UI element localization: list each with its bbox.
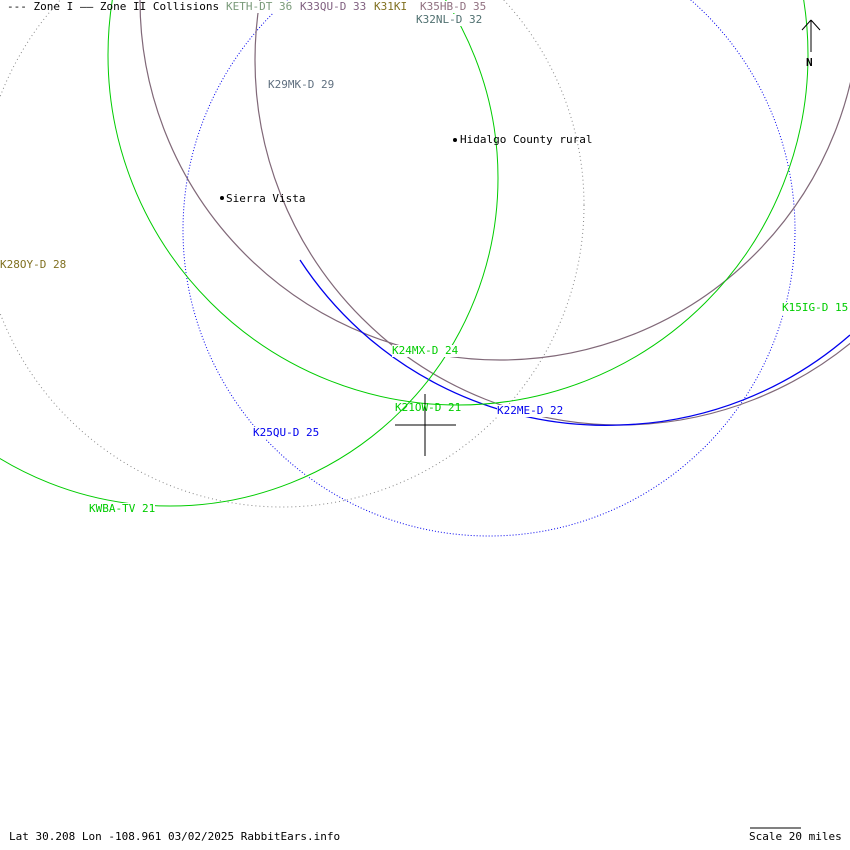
station-label[interactable]: K28OY-D 28 [0,258,67,271]
scale-label: Scale 20 miles [749,830,842,843]
north-label: N [806,56,813,69]
station-label[interactable]: K21OW-D 21 [395,401,462,414]
legend-zone-2: —— Zone II Collisions [80,0,220,13]
station-label[interactable]: K33QU-D 33 [300,0,367,13]
contour-k25qu [182,0,796,537]
place-dot-hidalgo [453,138,457,142]
contour-k33qu [139,0,850,361]
station-label[interactable]: K35HB-D 35 [420,0,487,13]
station-label[interactable]: K24MX-D 24 [392,344,459,357]
crosshair-marker [395,394,456,456]
contour-k28oy [0,0,585,508]
footer-info: Lat 30.208 Lon -108.961 03/02/2025 Rabbi… [9,830,341,843]
contour-k29mk [254,0,850,426]
station-label[interactable]: K22ME-D 22 [497,404,564,417]
station-label[interactable]: KWBA-TV 21 [89,502,156,515]
station-label[interactable]: K32NL-D 32 [416,13,483,26]
contour-k24mx [107,0,809,406]
collision-arc-k22me [299,259,850,426]
place-dot-sierra-vista [220,196,224,200]
north-arrow-icon [801,19,821,52]
station-label[interactable]: K29MK-D 29 [268,78,335,91]
station-label[interactable]: KETH-DT 36 [226,0,293,13]
place-label: Hidalgo County rural [460,133,593,146]
contour-kwba [0,0,499,507]
station-label[interactable]: K25QU-D 25 [253,426,320,439]
legend-zone-1: --- Zone I [7,0,74,13]
place-label: Sierra Vista [226,192,306,205]
station-label[interactable]: K31KI [374,0,408,13]
station-label[interactable]: K15IG-D 15 [782,301,849,314]
